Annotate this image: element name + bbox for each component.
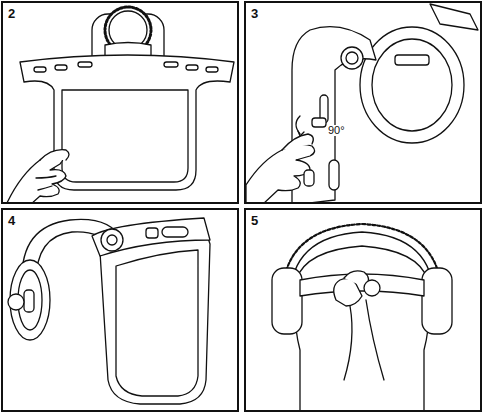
pin-rotation-step-part — [341, 47, 363, 69]
pin-rotation-step-part — [312, 118, 326, 127]
pin-rotation-step-part — [430, 4, 478, 30]
pin-rotation-step-part — [395, 55, 429, 65]
visor-frame-step-part — [38, 186, 52, 190]
visor-frame-step-part — [206, 67, 218, 72]
pin-rotation-step-part — [346, 52, 358, 64]
headband-adjust-step-part — [295, 246, 430, 410]
assembled-side-view — [8, 218, 210, 404]
pin-rotation-step-part — [304, 170, 314, 186]
step-number: 4 — [8, 214, 15, 227]
pin-rotation-step-part — [246, 145, 315, 202]
headband-adjust-step-part — [366, 300, 384, 380]
assembled-side-view-part — [107, 235, 117, 245]
headband-adjust-step-part — [422, 268, 452, 334]
assembled-side-view-part — [116, 250, 198, 396]
assembled-side-view-part — [162, 227, 188, 237]
panel-borders-part — [245, 2, 481, 203]
step-number: 3 — [251, 7, 258, 20]
assembled-side-view-part — [24, 290, 34, 312]
panel-borders-part — [245, 209, 481, 411]
step-number: 2 — [8, 7, 15, 20]
visor-frame-step-part — [186, 65, 198, 70]
headband-adjust-step-part — [344, 306, 352, 380]
assembled-side-view-part — [8, 294, 24, 310]
assembled-side-view-part — [101, 229, 123, 251]
visor-frame-step-part — [36, 176, 56, 178]
visor-frame-step-part — [62, 90, 188, 182]
headband-adjust-step — [272, 224, 452, 410]
panel-borders-part — [2, 2, 238, 203]
headband-adjust-step-part — [364, 280, 380, 296]
assembled-side-view-part — [92, 218, 210, 256]
visor-frame-step-part — [55, 65, 67, 70]
headband-adjust-step-part — [272, 268, 302, 334]
visor-frame-step-part — [164, 62, 178, 67]
pin-rotation-step — [246, 4, 478, 202]
pin-rotation-step-part — [292, 27, 376, 202]
visor-frame-step-part — [34, 67, 46, 72]
pin-rotation-step-part — [282, 134, 313, 150]
assembled-side-view-part — [100, 232, 210, 404]
assembled-side-view-part — [146, 228, 158, 238]
visor-frame-step-part — [40, 150, 69, 160]
visor-frame-step-part — [6, 154, 66, 202]
step-number: 5 — [251, 214, 258, 227]
pin-rotation-step-part — [329, 160, 339, 190]
pin-rotation-step-part — [372, 39, 452, 131]
panel-borders-part — [2, 209, 238, 411]
visor-frame-step — [6, 7, 234, 202]
rotation-angle: 90° — [327, 125, 346, 136]
visor-frame-step-part — [78, 62, 92, 67]
pin-rotation-step-part — [360, 27, 464, 143]
